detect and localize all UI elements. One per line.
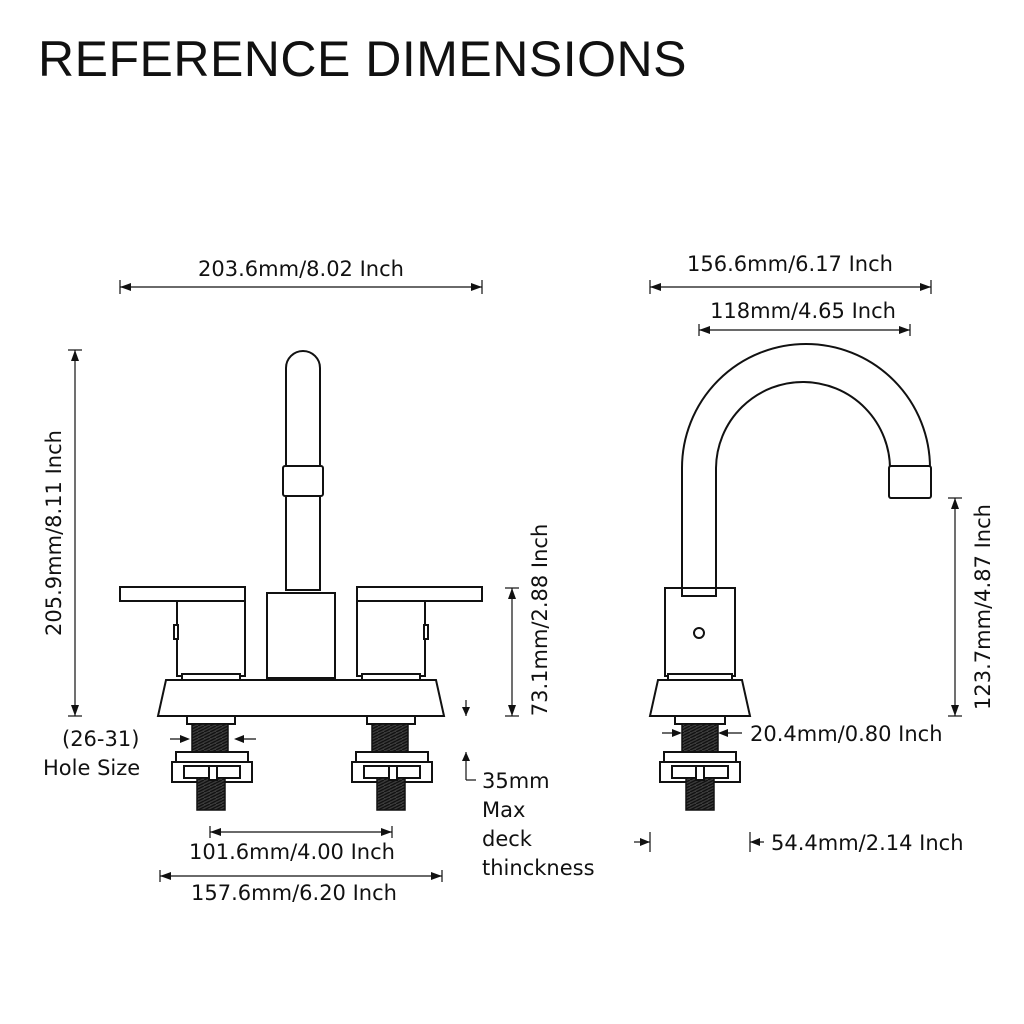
right-shank (351, 715, 433, 811)
side-gooseneck-spout (681, 343, 931, 591)
front-spout-collar (282, 465, 324, 497)
label-base-depth: 54.4mm/2.14 Inch (771, 831, 964, 855)
dim-reach-overall (649, 280, 932, 294)
label-overall-height: 205.9mm/8.11 Inch (42, 430, 66, 636)
label-hole-size: Hole Size (43, 756, 140, 780)
label-spout-height: 123.7mm/4.87 Inch (971, 504, 995, 710)
label-center-spacing: 101.6mm/4.00 Inch (189, 840, 395, 864)
left-shank (171, 715, 253, 811)
side-set-screw (693, 627, 705, 639)
right-handle (356, 586, 483, 677)
page-title: REFERENCE DIMENSIONS (38, 31, 687, 87)
dim-shank-diameter (662, 729, 742, 737)
label-deck-thickness-line3: thinckness (482, 856, 595, 880)
label-reach-spout: 118mm/4.65 Inch (710, 299, 896, 323)
dim-overall-height (68, 349, 82, 717)
dim-base-width (159, 870, 443, 882)
side-aerator (888, 465, 932, 499)
front-view-faucet (119, 350, 483, 811)
side-shank (659, 715, 741, 811)
side-view-faucet (648, 343, 932, 811)
dim-spout-height (948, 497, 962, 717)
dim-deck-thickness (462, 700, 476, 781)
label-shank-diameter: 20.4mm/0.80 Inch (750, 722, 943, 746)
dim-hole-size (170, 735, 256, 743)
label-reach-overall: 156.6mm/6.17 Inch (687, 252, 893, 276)
dim-center-spacing (209, 826, 393, 838)
label-overall-width: 203.6mm/8.02 Inch (198, 257, 404, 281)
front-center-body (266, 592, 336, 679)
dim-handle-height (505, 587, 519, 717)
left-handle (119, 586, 246, 677)
dim-reach-spout (698, 324, 911, 336)
label-deck-thickness-value: 35mm (482, 769, 550, 793)
label-handle-height: 73.1mm/2.88 Inch (528, 524, 552, 717)
dim-base-depth (634, 832, 764, 852)
front-deck-plate (156, 679, 446, 717)
label-deck-thickness-line1: Max (482, 798, 525, 822)
side-deck-plate (648, 679, 752, 717)
label-deck-thickness-line2: deck (482, 827, 533, 851)
label-base-width: 157.6mm/6.20 Inch (191, 881, 397, 905)
dim-overall-width (119, 280, 483, 294)
label-hole-size-range: (26-31) (62, 727, 139, 751)
